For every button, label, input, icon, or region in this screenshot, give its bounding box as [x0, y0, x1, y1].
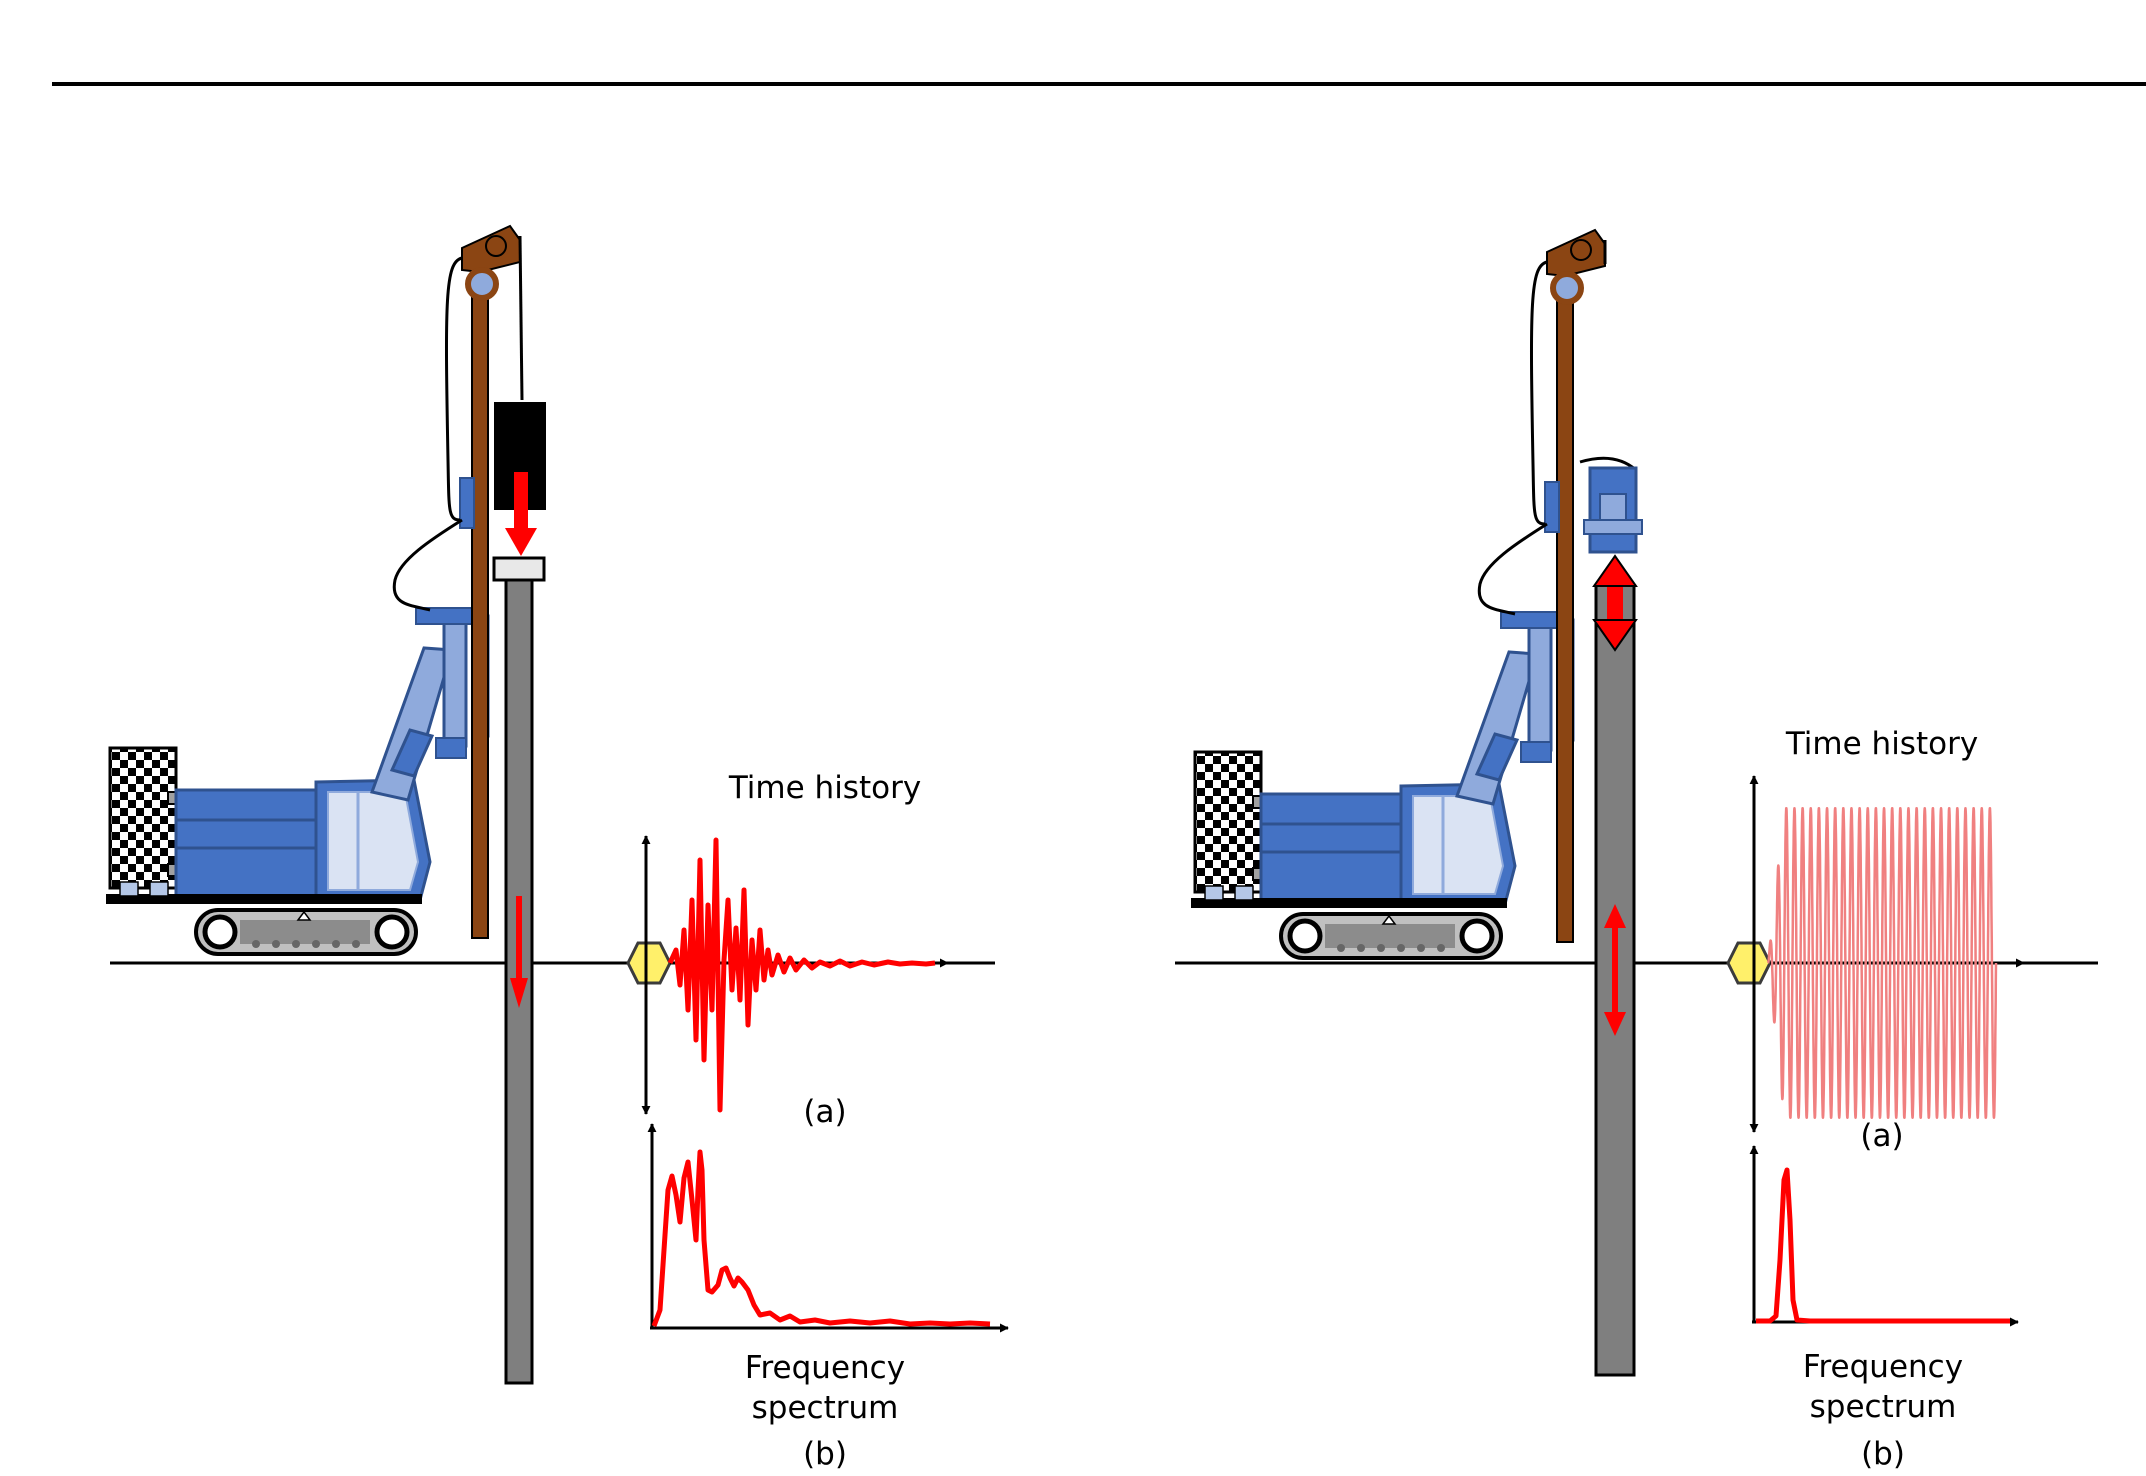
crawler-crane-icon: [1191, 228, 1607, 960]
time-history-label: Time history: [1785, 726, 1978, 762]
double-headed-vibration-arrow-icon: [1592, 554, 1638, 1036]
freq-spectrum-label-line1: Frequency: [745, 1350, 905, 1386]
freq-spectrum-label-line1: Frequency: [1803, 1349, 1963, 1385]
freq-spectrum-curve: [651, 1149, 991, 1327]
panel-impact: Time history (a) Frequency spectrum (b): [106, 224, 1009, 1472]
time-signal-curve: [667, 837, 936, 1113]
frequency-spectrum-chart: Frequency spectrum (b): [1749, 1145, 2019, 1472]
time-history-caption: (a): [803, 1094, 846, 1130]
freq-spectrum-curve: [1756, 1167, 2010, 1324]
freq-spectrum-label-line2: spectrum: [752, 1390, 899, 1426]
time-history-label: Time history: [728, 770, 921, 806]
crawler-crane-icon: [106, 224, 524, 956]
freq-spectrum-label-line2: spectrum: [1810, 1389, 1957, 1425]
pile-cap: [492, 556, 546, 582]
freq-spectrum-caption: (b): [803, 1436, 847, 1472]
time-history-chart: Time history (a): [1749, 726, 2025, 1154]
sensor-hexagon-icon: [1726, 941, 1772, 985]
panel-vibratory: Time history (a) Frequency spectrum (b): [1175, 228, 2098, 1472]
time-history-chart: Time history (a): [641, 770, 949, 1130]
time-signal-curve: [1766, 807, 1998, 1119]
vibro-hammer-icon: [1579, 456, 1643, 554]
sensor-hexagon-icon: [626, 941, 672, 985]
time-history-caption: (a): [1860, 1118, 1903, 1154]
freq-spectrum-caption: (b): [1861, 1436, 1905, 1472]
frequency-spectrum-chart: Frequency spectrum (b): [647, 1123, 1009, 1472]
downward-impact-arrow-icon: [505, 472, 537, 1008]
